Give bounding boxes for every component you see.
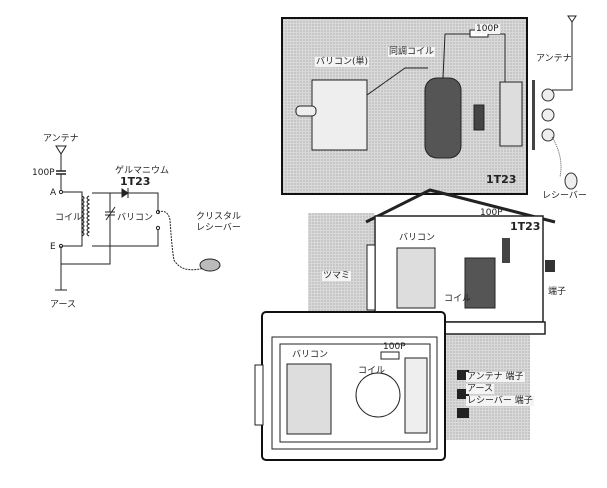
house-diode-label: 1T23	[510, 220, 541, 233]
variable-capacitor-symbol	[105, 193, 116, 246]
schematic-antenna-label: アンテナ	[43, 134, 79, 144]
schematic-capacitor-label: 100P	[32, 168, 55, 178]
variable-capacitor-photo	[311, 79, 368, 151]
photo-receiver-label: レシーバー	[542, 191, 587, 201]
photo-tuning-coil-label: 同調コイル	[388, 47, 436, 57]
diode-symbol	[121, 188, 129, 198]
house-roof	[365, 188, 556, 224]
terminal-e-label: E	[50, 242, 56, 252]
house-capacitor-label: 100P	[480, 208, 503, 218]
schematic-coil-label: コイル	[55, 213, 83, 223]
crystal-receiver-icon	[199, 258, 221, 272]
top-capacitor-label: 100P	[383, 342, 406, 352]
receiver-label-2: レシーバー	[196, 223, 241, 233]
receiver-label-1: クリスタル	[196, 212, 242, 222]
house-coil	[464, 257, 496, 309]
terminal-a-label: A	[50, 188, 57, 198]
photo-antenna-label: アンテナ	[536, 54, 572, 64]
coil-symbol	[80, 195, 85, 237]
diode-model-label: 1T23	[120, 175, 151, 188]
diode-type-label: ゲルマニウム	[115, 166, 170, 176]
top-coil	[355, 372, 401, 418]
antenna-symbol	[55, 145, 67, 171]
capacitor-symbol	[56, 170, 66, 175]
top-varicon-label: バリコン	[292, 350, 329, 360]
house-coil-label: コイル	[444, 294, 472, 304]
top-coil-label: コイル	[358, 366, 386, 376]
knob-label: ツマミ	[322, 271, 352, 281]
top-earth-label: アース	[466, 384, 495, 394]
tuning-coil-photo	[424, 77, 462, 159]
photo-varicon-label: バリコン(単)	[315, 57, 370, 67]
photo-capacitor-label: 100P	[475, 24, 500, 34]
antenna-terminal-label: アンテナ 端子	[466, 372, 525, 382]
house-varicon-label: バリコン	[399, 233, 436, 243]
schematic-varicon-label: バリコン	[117, 213, 154, 223]
top-variable-capacitor	[286, 363, 332, 435]
circuit-schematic	[55, 145, 221, 291]
house-variable-capacitor	[396, 247, 436, 309]
schematic-earth-label: アース	[50, 300, 77, 310]
house-terminal-label: 端子	[548, 287, 567, 297]
receiver-terminal-label: レシーバー 端子	[466, 396, 534, 406]
photo-diode-label: 1T23	[486, 173, 517, 186]
